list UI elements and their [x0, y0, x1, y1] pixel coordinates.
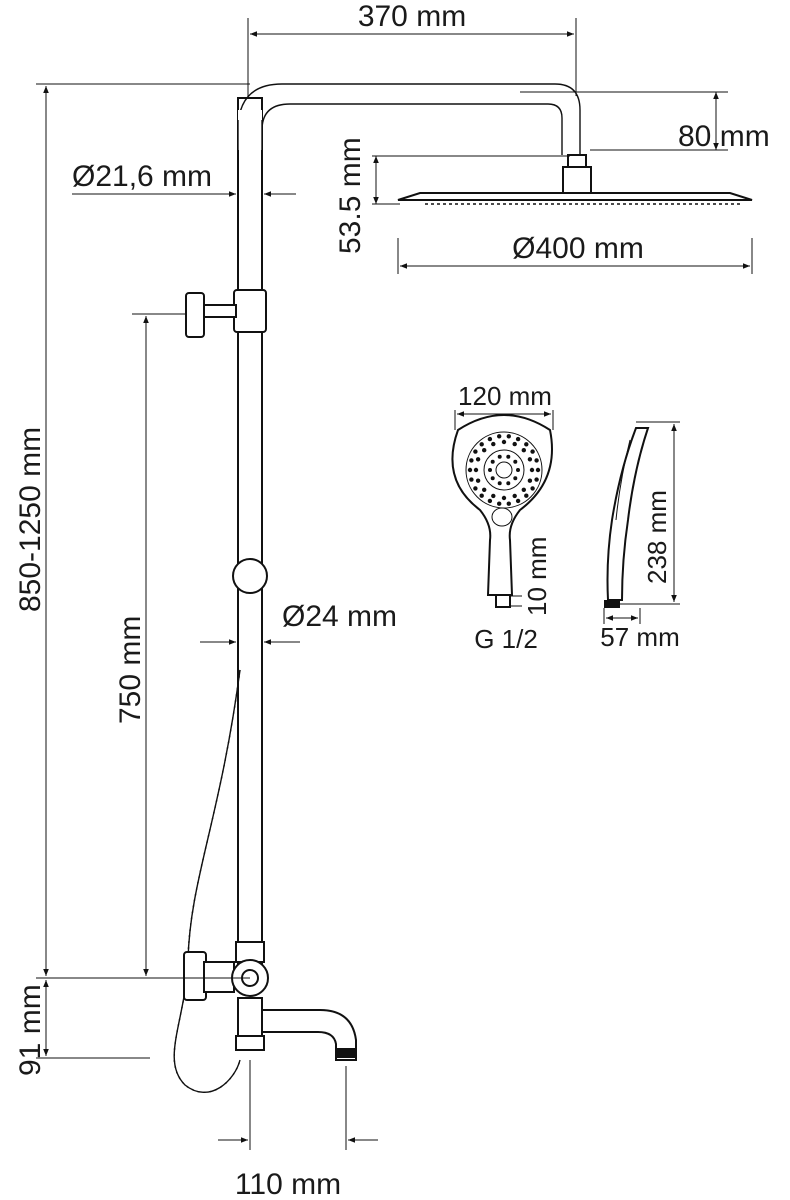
hand-length-label: 238 mm — [642, 490, 672, 584]
nozzle-dot — [482, 487, 487, 492]
nozzle-dot — [516, 468, 520, 472]
nozzle-dot — [475, 457, 481, 462]
nozzle-dot — [473, 467, 479, 473]
overall-height-label: 850-1250 mm — [14, 427, 47, 612]
nozzle-dot — [529, 467, 535, 473]
nozzle-dot — [490, 476, 495, 481]
nozzle-dot — [479, 442, 484, 447]
hand-width-label: 120 mm — [458, 381, 552, 411]
nozzle-dot — [506, 454, 511, 459]
nozzle-dot — [487, 498, 493, 504]
hand-depth-label: 57 mm — [600, 622, 679, 652]
pipe-diameter-top-label: Ø21,6 mm — [72, 160, 212, 193]
nozzle-dot — [473, 486, 478, 491]
shower-hose — [173, 669, 241, 1093]
nozzle-dot — [534, 458, 539, 463]
nozzle-dot — [491, 493, 496, 499]
nozzle-dot — [490, 459, 495, 464]
nozzle-dot — [497, 501, 502, 506]
arm-drop-label: 80 mm — [678, 120, 770, 153]
nozzle-dot — [515, 436, 521, 442]
nozzle-dot — [487, 436, 493, 442]
nozzle-dot — [512, 441, 517, 447]
nozzle-dot — [475, 478, 481, 483]
nozzle-dot — [506, 481, 511, 486]
arm-length-label: 370 mm — [358, 0, 466, 33]
pipe-diameter-bottom-label: Ø24 mm — [282, 600, 397, 633]
nozzle-dot — [473, 449, 478, 454]
mixer-height-label: 91 mm — [14, 984, 47, 1076]
nozzle-dot — [491, 441, 496, 447]
nozzle-dot — [527, 457, 533, 462]
nozzle-dot — [501, 495, 507, 501]
nozzle-dot — [513, 459, 518, 464]
rail-height-label: 750 mm — [114, 616, 147, 724]
upper-pipe-holder — [185, 289, 267, 338]
nozzle-dot — [497, 434, 502, 439]
nozzle-dot — [501, 439, 507, 445]
nozzle-dot — [467, 467, 473, 473]
head-diameter-label: Ø400 mm — [512, 232, 644, 265]
hand-nozzle-label: 10 mm — [522, 537, 552, 616]
nozzle-dot — [534, 477, 539, 482]
hand-shower-icon — [451, 414, 553, 608]
head-height-label: 53.5 mm — [334, 137, 367, 254]
nozzle-dot — [524, 493, 529, 498]
nozzle-dot — [513, 476, 518, 481]
slider-knob — [232, 558, 268, 594]
spout-length-label: 110 mm — [235, 1168, 341, 1200]
bath-spout — [261, 1009, 357, 1061]
nozzle-dot — [527, 478, 533, 483]
thread-label: G 1/2 — [474, 624, 538, 654]
nozzle-dot — [535, 467, 541, 473]
nozzle-dot — [469, 458, 474, 463]
nozzle-dot — [524, 442, 529, 447]
rain-shower-head-icon — [397, 154, 753, 205]
nozzle-dot — [515, 498, 521, 504]
nozzle-dot — [521, 487, 526, 492]
nozzle-dot — [479, 493, 484, 498]
nozzle-dot — [530, 449, 535, 454]
nozzle-dot — [482, 448, 487, 453]
shower-column — [237, 83, 581, 979]
hand-shower-side-view — [604, 427, 650, 608]
nozzle-dot — [469, 477, 474, 482]
nozzle-dot — [506, 434, 511, 439]
nozzle-dot — [488, 468, 492, 472]
nozzle-dot — [530, 486, 535, 491]
dimension-lines — [36, 18, 753, 1150]
nozzle-dot — [512, 493, 517, 499]
nozzle-dot — [506, 501, 511, 506]
thermostatic-mixer-icon — [183, 941, 269, 1051]
nozzle-dot — [497, 481, 502, 486]
nozzle-dot — [521, 448, 526, 453]
nozzle-dot — [497, 454, 502, 459]
